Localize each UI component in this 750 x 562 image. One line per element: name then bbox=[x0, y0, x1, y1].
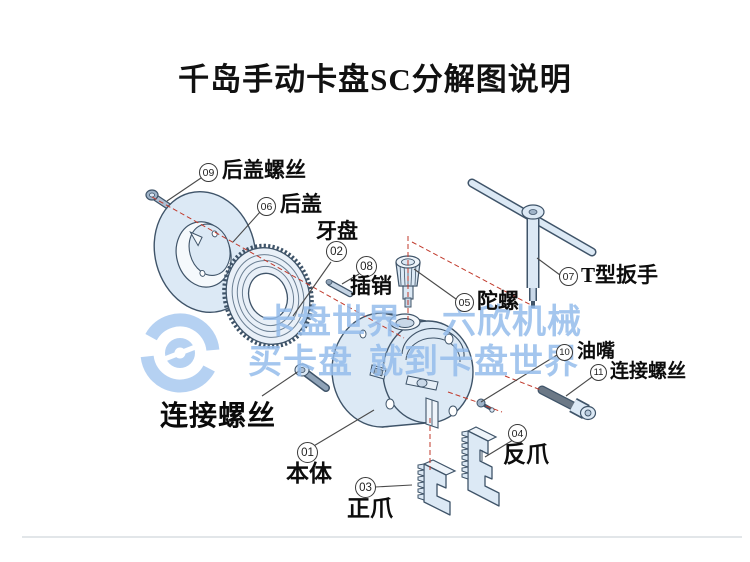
forward-jaw-part bbox=[417, 459, 457, 516]
callout-label-t-wrench: T型扳手 bbox=[581, 263, 659, 287]
callout-label-forward-jaw: 正爪 bbox=[347, 496, 393, 521]
watermark-line1: 卡盘世界 六欣机械 bbox=[262, 306, 582, 340]
reverse-jaw-part bbox=[461, 426, 500, 507]
callout-num-t-wrench: 07 bbox=[559, 267, 578, 286]
callout-num-body: 01 bbox=[297, 442, 318, 463]
callout-num-forward-jaw: 03 bbox=[355, 477, 376, 498]
callout-label-back-cover: 后盖 bbox=[280, 192, 322, 216]
watermark-text: 就到卡盘世界 bbox=[369, 344, 579, 381]
connect-screw-part bbox=[537, 385, 597, 421]
callout-label-connect-screw: 连接螺丝 bbox=[610, 361, 687, 382]
callout-label-back-cover-screw: 后盖螺丝 bbox=[222, 158, 306, 182]
callout-label-oil-nipple: 油嘴 bbox=[577, 341, 616, 362]
callout-num-oil-nipple: 10 bbox=[556, 344, 573, 361]
oil-nipple-part bbox=[476, 398, 495, 413]
small-connect-screw-part bbox=[294, 363, 330, 392]
callout-label-reverse-jaw: 反爪 bbox=[503, 442, 549, 467]
callout-label-gear-plate: 牙盘 bbox=[316, 219, 358, 243]
big-connect-screw-label: 连接螺丝 bbox=[160, 401, 277, 432]
body-part bbox=[331, 312, 474, 429]
page-title: 千岛手动卡盘SC分解图说明 bbox=[178, 62, 572, 97]
leader-lines bbox=[166, 177, 593, 488]
watermark-text: 买卡盘 bbox=[248, 344, 353, 381]
watermark-text: 卡盘世界 bbox=[262, 304, 402, 341]
callout-num-reverse-jaw: 04 bbox=[508, 424, 527, 443]
callout-num-gear-plate: 02 bbox=[326, 241, 347, 262]
pin-part bbox=[325, 279, 354, 298]
callout-label-pin: 插销 bbox=[350, 274, 392, 298]
callout-label-body: 本体 bbox=[286, 461, 332, 486]
t-wrench-part bbox=[467, 178, 597, 308]
gear-plate-part bbox=[222, 243, 314, 349]
callout-num-back-cover: 06 bbox=[257, 197, 276, 216]
callout-num-bevel-pinion: 05 bbox=[455, 293, 474, 312]
watermark-logo-icon bbox=[140, 313, 220, 393]
callout-num-back-cover-screw: 09 bbox=[199, 163, 218, 182]
watermark-line2: 买卡盘 就到卡盘世界 bbox=[248, 346, 579, 380]
callout-num-connect-screw: 11 bbox=[590, 364, 607, 381]
assembly-axis-lines bbox=[151, 196, 542, 470]
callout-label-bevel-pinion: 陀螺 bbox=[477, 289, 519, 313]
callout-num-pin: 08 bbox=[356, 256, 377, 277]
